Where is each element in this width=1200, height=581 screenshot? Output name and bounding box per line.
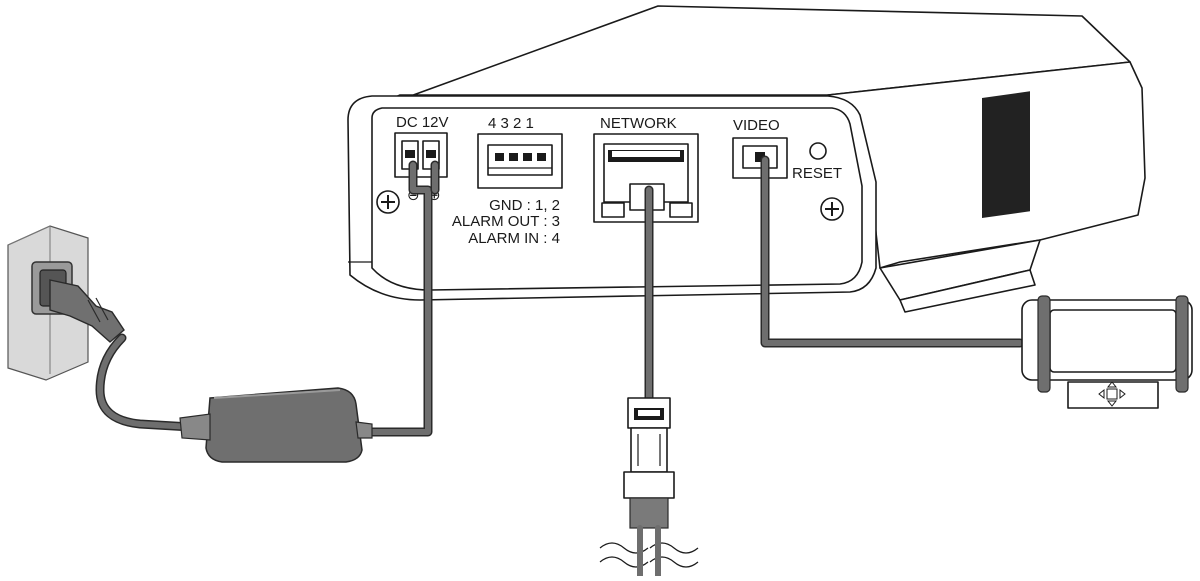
video-cable — [762, 157, 1023, 346]
left-screw — [376, 190, 400, 214]
dc-12v-label: DC 12V — [396, 114, 449, 131]
cables — [95, 155, 1025, 437]
video-port — [732, 137, 788, 179]
camera-body: DC 12V 4 3 2 1 NETWORK VIDEO RESET ⊖ ⊕ G… — [347, 5, 1146, 313]
right-screw — [820, 197, 844, 221]
terminal-legend-alarm-in: ALARM IN : 4 — [468, 230, 560, 247]
terminal-numbers-label: 4 3 2 1 — [488, 115, 534, 132]
reset-label: RESET — [792, 165, 842, 182]
reset-button — [809, 142, 827, 160]
ac-power-cord — [97, 335, 211, 431]
dc-power-terminal — [394, 132, 448, 178]
monitor-dpad-icon — [1098, 381, 1126, 407]
ac-adapter — [179, 387, 373, 463]
alarm-terminal-block — [477, 133, 563, 189]
rj45-plug — [599, 397, 699, 579]
terminal-legend-gnd: GND : 1, 2 — [489, 197, 560, 214]
network-label: NETWORK — [600, 115, 677, 132]
camera-base-strip — [899, 269, 1036, 313]
dc-power-cable — [367, 162, 431, 435]
monitor — [1021, 295, 1193, 409]
ac-plug — [49, 279, 125, 343]
video-label: VIDEO — [733, 117, 780, 134]
terminal-legend-alarm-out: ALARM OUT : 3 — [452, 213, 560, 230]
vent-grille — [982, 91, 1030, 218]
